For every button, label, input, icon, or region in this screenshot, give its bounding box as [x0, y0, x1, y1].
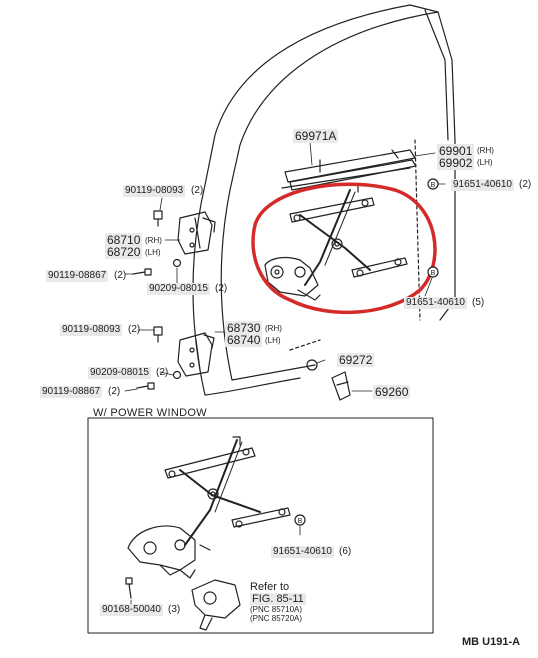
label-90209-08015-lower: 90209-08015 — [88, 367, 151, 379]
label-90209-08015-upper-qty: (2) — [215, 283, 228, 294]
refer-pnc-b: (PNC 85720A) — [250, 614, 303, 623]
label-90119-08093-lower-qty: (2) — [128, 324, 141, 335]
label-90119-08867-upper-qty: (2) — [114, 270, 127, 281]
refer-fig-text: FIG. 85-11 — [250, 593, 306, 605]
label-68740-lh: (LH) — [265, 336, 281, 345]
inset-frame — [87, 417, 434, 634]
diagram-code: MB U191-A — [462, 636, 521, 648]
label-90119-08093-upper-qty: (2) — [191, 185, 204, 196]
label-90209-08015-lower-qty: (2) — [156, 367, 169, 378]
label-68740: 68740 — [225, 333, 263, 347]
inset-title: W/ POWER WINDOW — [93, 407, 207, 419]
label-90119-08867-upper: 90119-08867 — [46, 270, 109, 282]
bolt-marker-mid-text: B — [431, 270, 436, 277]
label-69902-lh: (LH) — [477, 158, 493, 167]
lower-hinge — [177, 332, 215, 377]
window-regulator — [264, 184, 408, 301]
glass-run-channel — [281, 149, 417, 191]
label-91651-mid-qty: (5) — [472, 297, 485, 308]
refer-pnc-a: (PNC 85710A) — [250, 605, 303, 614]
highlight-ellipse — [251, 182, 437, 315]
leader-lines — [124, 141, 446, 392]
label-90168-50040-qty: (3) — [168, 604, 181, 615]
label-91651-top-qty: (2) — [519, 179, 532, 190]
label-90119-08093-upper: 90119-08093 — [123, 185, 186, 197]
bolt-markers — [294, 178, 439, 526]
label-68730-rh: (RH) — [265, 324, 282, 333]
label-90209-08015-upper: 90209-08015 — [147, 283, 210, 295]
label-90168-50040: 90168-50040 — [100, 604, 163, 616]
label-68710-rh: (RH) — [145, 236, 162, 245]
label-69902: 69902 — [437, 156, 475, 170]
label-68710: 68710 — [105, 233, 143, 247]
power-window-regulator — [125, 436, 305, 631]
label-69272: 69272 — [337, 353, 375, 367]
label-90119-08867-lower-qty: (2) — [108, 386, 121, 397]
label-69901-rh: (RH) — [477, 146, 494, 155]
label-69260: 69260 — [373, 385, 411, 399]
label-69901: 69901 — [437, 144, 475, 158]
label-91651-inset: 91651-40610 — [271, 546, 334, 558]
label-68730: 68730 — [225, 321, 263, 335]
refer-to-text: Refer to — [250, 581, 290, 593]
label-91651-mid: 91651-40610 — [404, 297, 467, 309]
refer-note: Refer to FIG. 85-11 (PNC 85710A) (PNC 85… — [250, 581, 306, 623]
label-90119-08093-lower: 90119-08093 — [60, 324, 123, 336]
label-68720-lh: (LH) — [145, 248, 161, 257]
label-90119-08867-lower: 90119-08867 — [40, 386, 103, 398]
label-68720: 68720 — [105, 245, 143, 259]
label-91651-inset-qty: (6) — [339, 546, 352, 557]
label-91651-top: 91651-40610 — [451, 179, 514, 191]
bolt-marker-top-text: B — [431, 182, 436, 189]
bolt-marker-inset-text: B — [298, 518, 303, 525]
label-69971a: 69971A — [293, 129, 339, 143]
